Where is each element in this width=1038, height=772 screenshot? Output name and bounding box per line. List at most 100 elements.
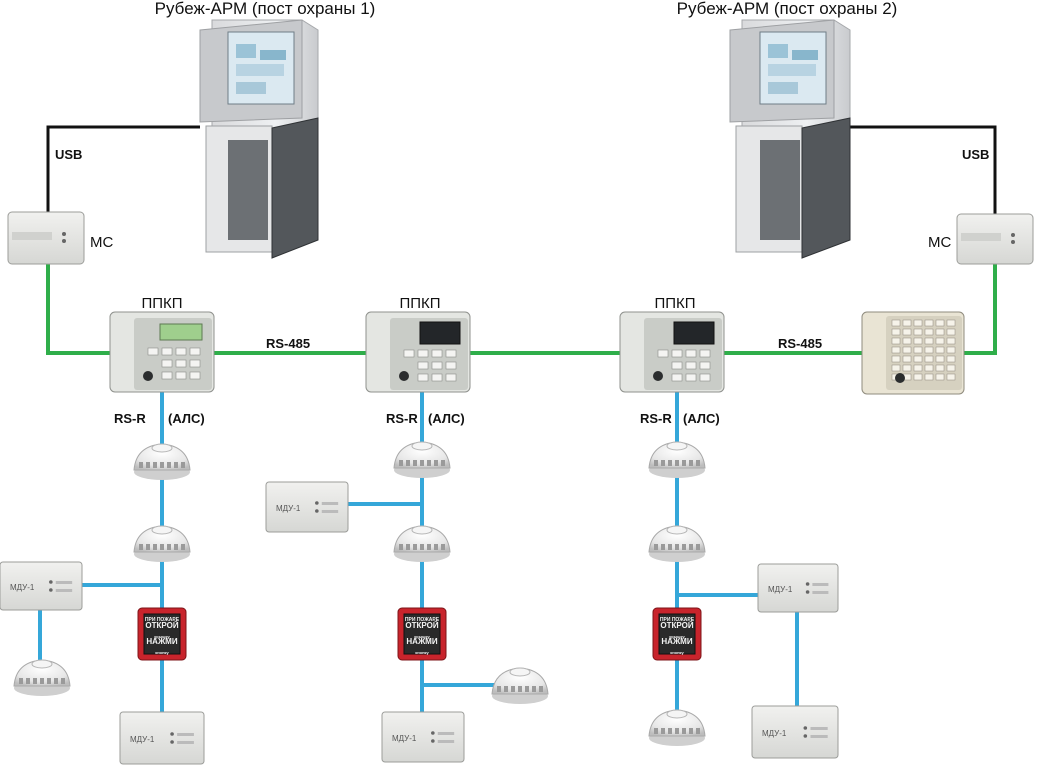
indicator-button	[902, 319, 912, 327]
indicator-button	[891, 355, 901, 363]
rs485-label-1: RS-485	[266, 336, 310, 351]
indicator-button	[946, 355, 956, 363]
rs485-lines	[46, 263, 997, 355]
mdu-module-3-label: МДУ-1	[276, 504, 301, 513]
indicator-button	[913, 337, 923, 345]
indicator-button	[935, 328, 945, 336]
manual-call-point-2-text-5: кнопку	[415, 650, 429, 655]
ppkp-panel-2: ППКП	[365, 295, 471, 393]
mc-module-2: МС	[928, 213, 1034, 265]
indicator-button	[924, 346, 934, 354]
workstation-1: Рубеж-АРМ (пост охраны 1)	[155, 0, 376, 259]
smoke-detector-6	[491, 667, 549, 704]
usb-label-2: USB	[962, 147, 989, 162]
manual-call-point-2-text-3: крышку	[414, 634, 430, 639]
manual-call-point-3-text-4: НАЖМИ	[661, 637, 692, 646]
indicator-button	[935, 355, 945, 363]
ppkp-label-3: ППКП	[654, 295, 695, 312]
indicator-button	[902, 355, 912, 363]
indicator-button	[946, 373, 956, 381]
mdu-module-4-label: МДУ-1	[392, 734, 417, 743]
smoke-detector-4	[393, 441, 451, 478]
mdu-module-3: МДУ-1	[265, 481, 349, 533]
workstation-2-title: Рубеж-АРМ (пост охраны 2)	[677, 0, 898, 18]
smoke-detector-3	[13, 659, 71, 696]
manual-call-point-1-text-3: крышку	[154, 634, 170, 639]
als-label-2: (АЛС)	[428, 411, 465, 426]
indicator-button	[902, 346, 912, 354]
manual-call-point-2-text-1: ПРИ ПОЖАРЕ	[405, 617, 440, 623]
indicator-button	[891, 319, 901, 327]
indicator-button	[946, 364, 956, 372]
manual-call-point-3-text-5: кнопку	[670, 650, 684, 655]
indicator-panel	[861, 311, 965, 395]
manual-call-point-2-text-2: ОТКРОЙ	[405, 621, 438, 630]
indicator-button	[891, 337, 901, 345]
usb-lines	[46, 125, 997, 215]
rs485-label-2: RS-485	[778, 336, 822, 351]
indicator-button	[913, 373, 923, 381]
ppkp-panel-1: ППКП	[109, 295, 215, 393]
mdu-module-2-label: МДУ-1	[130, 735, 155, 744]
ppkp-2-display	[419, 321, 461, 345]
indicator-button	[946, 319, 956, 327]
indicator-button	[902, 328, 912, 336]
indicator-button	[902, 364, 912, 372]
mdu-module-5-label: МДУ-1	[768, 585, 793, 594]
indicator-button	[924, 364, 934, 372]
indicator-button	[913, 364, 923, 372]
mc-module-1: МС	[7, 211, 113, 265]
rsr-label-1: RS-R	[114, 411, 146, 426]
manual-call-point-1-text-1: ПРИ ПОЖАРЕ	[145, 617, 180, 623]
usb-label-1: USB	[55, 147, 82, 162]
mdu-module-6: МДУ-1	[751, 705, 839, 759]
indicator-button	[946, 328, 956, 336]
rsr-label-2: RS-R	[386, 411, 418, 426]
indicator-button	[902, 337, 912, 345]
mdu-module-6-label: МДУ-1	[762, 729, 787, 738]
indicator-button	[924, 355, 934, 363]
rs485-line-right	[962, 263, 997, 355]
manual-call-point-2-text-4: НАЖМИ	[406, 637, 437, 646]
indicator-button	[913, 328, 923, 336]
indicator-button	[935, 364, 945, 372]
mc-label-2: МС	[928, 234, 951, 251]
ppkp-panel-3: ППКП	[619, 295, 725, 393]
mdu-module-5: МДУ-1	[757, 563, 839, 613]
indicator-button	[924, 319, 934, 327]
indicator-button	[924, 328, 934, 336]
indicator-button	[946, 337, 956, 345]
rsr-label-3: RS-R	[640, 411, 672, 426]
indicator-button	[946, 346, 956, 354]
indicator-button	[913, 346, 923, 354]
indicator-button	[891, 364, 901, 372]
indicator-button	[935, 337, 945, 345]
indicator-button	[924, 337, 934, 345]
manual-call-point-1-text-5: кнопку	[155, 650, 169, 655]
smoke-detector-9	[648, 709, 706, 746]
mdu-module-4: МДУ-1	[381, 711, 465, 763]
smoke-detector-8	[648, 525, 706, 562]
mdu-module-1: МДУ-1	[0, 561, 83, 611]
smoke-detector-1	[133, 443, 191, 480]
usb-line-2	[850, 125, 997, 215]
manual-call-point-3-text-2: ОТКРОЙ	[660, 621, 693, 630]
smoke-detector-5	[393, 525, 451, 562]
indicator-button	[913, 319, 923, 327]
workstation-2: Рубеж-АРМ (пост охраны 2)	[677, 0, 898, 259]
indicator-button	[935, 346, 945, 354]
mdu-module-1-label: МДУ-1	[10, 583, 35, 592]
smoke-detector-2	[133, 525, 191, 562]
workstation-1-title: Рубеж-АРМ (пост охраны 1)	[155, 0, 376, 18]
ppkp-label-2: ППКП	[399, 295, 440, 312]
smoke-detector-7	[648, 441, 706, 478]
indicator-button	[935, 319, 945, 327]
als-label-1: (АЛС)	[168, 411, 205, 426]
manual-call-point-1-text-4: НАЖМИ	[146, 637, 177, 646]
als-label-3: (АЛС)	[683, 411, 720, 426]
